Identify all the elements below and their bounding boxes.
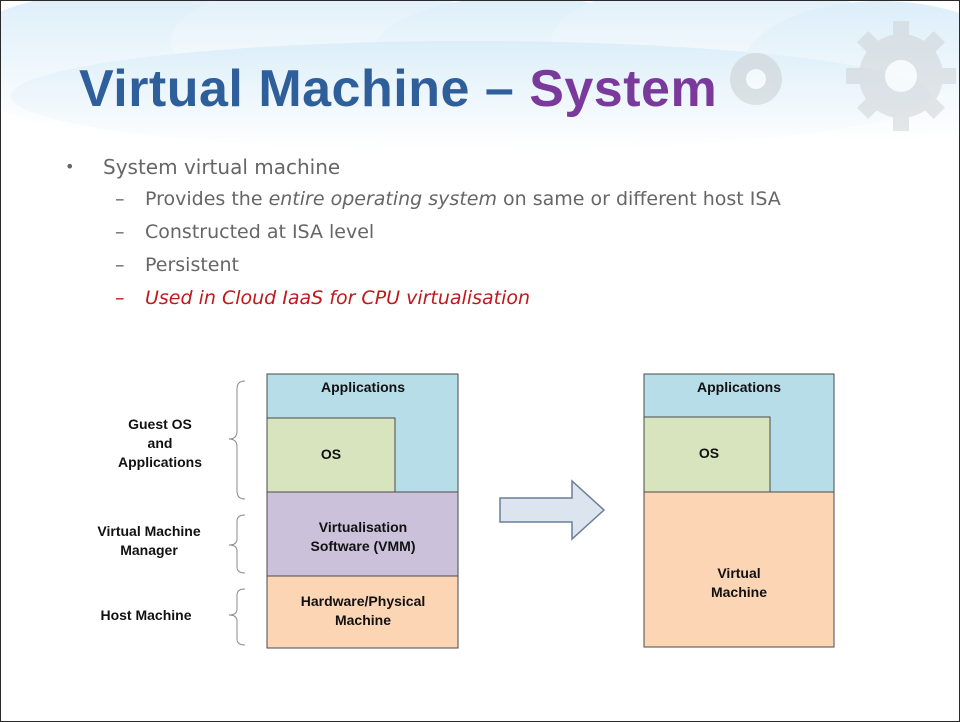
left-hardware-label-2: Machine xyxy=(335,612,391,628)
sub-bullet-text: Constructed at ISA level xyxy=(145,221,375,243)
right-vm-label-2: Machine xyxy=(711,584,767,600)
guest-label-2: and xyxy=(148,435,173,451)
dash-icon: – xyxy=(115,188,125,210)
left-hardware-label-1: Hardware/Physical xyxy=(301,593,426,609)
sub-bullet-text: Used in Cloud IaaS for CPU virtualisatio… xyxy=(145,287,531,309)
sub-bullet-prefix: Provides the xyxy=(145,188,269,210)
bullet-main-text: System virtual machine xyxy=(103,155,341,179)
host-brace-label: Host Machine xyxy=(100,607,191,623)
bullet-dot-icon: • xyxy=(65,157,75,176)
guest-label-1: Guest OS xyxy=(128,416,192,432)
left-vmm-label-2: Software (VMM) xyxy=(311,538,416,554)
braces xyxy=(228,380,246,646)
sub-bullet-text: Persistent xyxy=(145,254,239,276)
right-applications-label: Applications xyxy=(697,379,781,395)
small-gear-icon xyxy=(730,53,782,105)
title-part-2: System xyxy=(529,60,718,118)
gear-icon xyxy=(846,21,956,131)
vmm-brace-label-1: Virtual Machine xyxy=(97,523,200,539)
left-hardware-box xyxy=(266,575,459,649)
left-applications-label: Applications xyxy=(321,379,405,395)
left-vmm-box xyxy=(266,491,459,577)
right-vm-box xyxy=(643,491,835,648)
right-arrow-icon xyxy=(499,479,606,541)
vmm-brace-label-2: Manager xyxy=(120,542,178,558)
left-os-box xyxy=(266,417,396,493)
guest-brace xyxy=(228,380,246,500)
dash-icon: – xyxy=(115,254,125,276)
sub-bullet-emphasis: entire operating system xyxy=(268,188,497,210)
vmm-brace xyxy=(228,514,246,574)
sub-bullet-text: Provides the entire operating system on … xyxy=(145,183,781,216)
left-vmm-label-1: Virtualisation xyxy=(319,519,407,535)
right-vm-label-1: Virtual xyxy=(717,565,760,581)
dash-icon: – xyxy=(115,221,125,243)
guest-label-3: Applications xyxy=(118,454,202,470)
title-part-1: Virtual Machine xyxy=(79,60,470,118)
title-separator: – xyxy=(469,60,530,118)
slide-title: Virtual Machine – System xyxy=(79,63,717,115)
left-os-label: OS xyxy=(321,446,341,462)
cloud-icon xyxy=(1,1,959,151)
host-brace xyxy=(228,588,246,646)
sub-bullet-suffix: on same or different host ISA xyxy=(496,188,781,210)
right-os-label: OS xyxy=(699,445,719,461)
dash-icon: – xyxy=(115,287,125,309)
